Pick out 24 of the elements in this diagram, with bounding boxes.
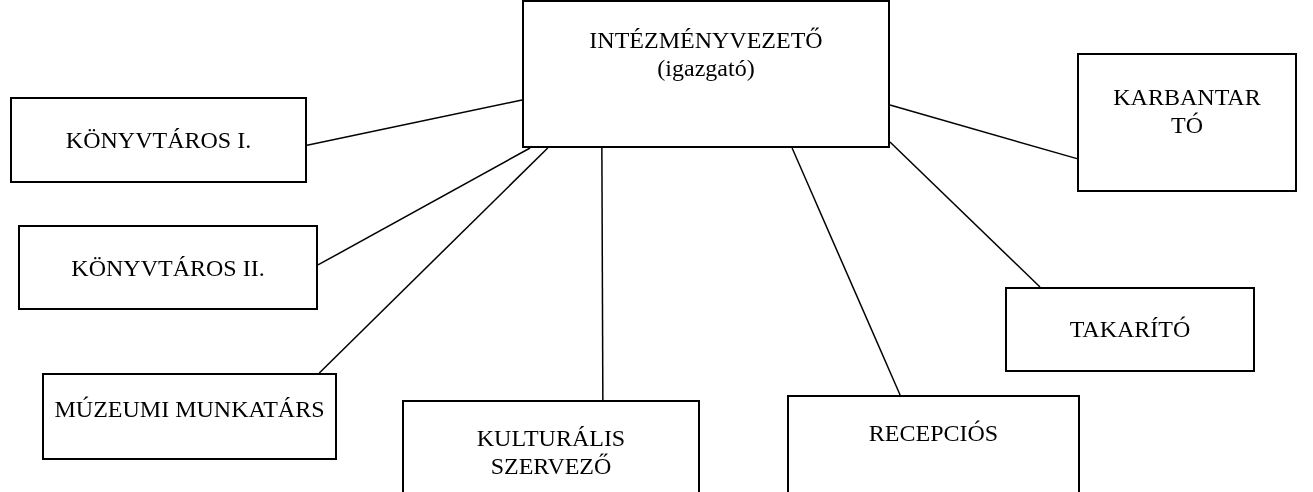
- connector-line: [318, 147, 549, 374]
- org-box: [787, 395, 1080, 492]
- org-box: [10, 97, 307, 183]
- connector-line: [791, 147, 901, 396]
- role-label: KÖNYVTÁROS I.: [64, 126, 253, 154]
- role-label: (igazgató): [656, 54, 756, 82]
- role-label: KÖNYVTÁROS II.: [70, 254, 266, 282]
- org-box: [42, 373, 337, 460]
- org-box: [402, 400, 700, 492]
- connector-line: [306, 99, 523, 146]
- role-label: RECEPCIÓS: [867, 419, 1000, 447]
- connector-line: [317, 147, 531, 266]
- org-box: [522, 0, 890, 148]
- role-label: INTÉZMÉNYVEZETŐ: [588, 26, 824, 54]
- connector-line: [889, 141, 1041, 288]
- org-box: [1005, 287, 1255, 372]
- org-box: [18, 225, 318, 310]
- org-box: [1077, 53, 1297, 192]
- connector-line: [601, 147, 604, 401]
- role-label: TAKARÍTÓ: [1068, 315, 1192, 343]
- role-label: KARBANTAR TÓ: [1112, 83, 1262, 139]
- role-label: MÚZEUMI MUNKATÁRS: [54, 395, 325, 423]
- role-label: KULTURÁLIS SZERVEZŐ: [475, 424, 627, 480]
- connector-line: [889, 104, 1078, 160]
